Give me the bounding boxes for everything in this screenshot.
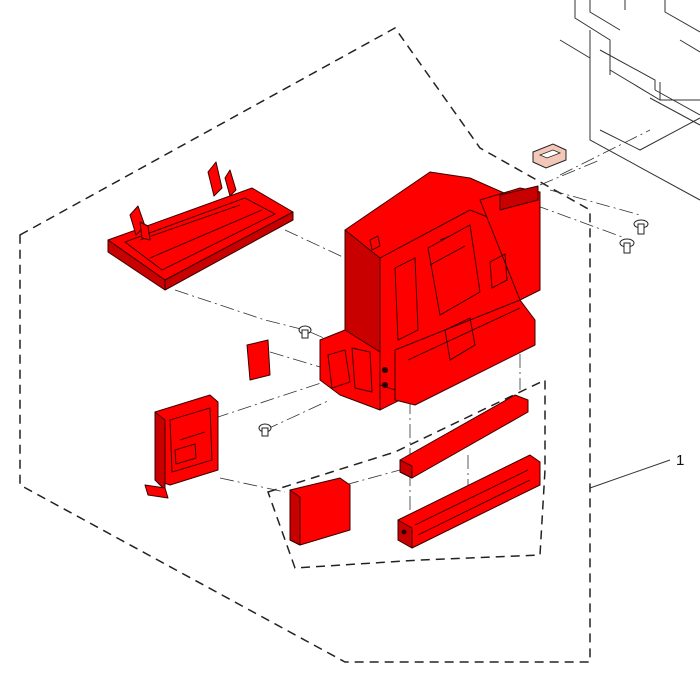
assembly-boundary [19, 27, 591, 663]
screw-lower [258, 423, 272, 437]
screw-upper [298, 325, 312, 339]
callout-leader [589, 459, 671, 489]
lower-rail [397, 454, 541, 549]
small-pad [246, 339, 271, 381]
paper-tray-cover [107, 161, 294, 291]
foam-block [289, 477, 351, 546]
side-bracket [144, 394, 219, 499]
frame-bracket [532, 143, 567, 169]
machine-frame [559, 0, 700, 201]
upper-rail [399, 394, 529, 479]
frame-screws [619, 219, 649, 254]
main-housing [319, 171, 541, 411]
callout-number: 1 [676, 452, 685, 469]
